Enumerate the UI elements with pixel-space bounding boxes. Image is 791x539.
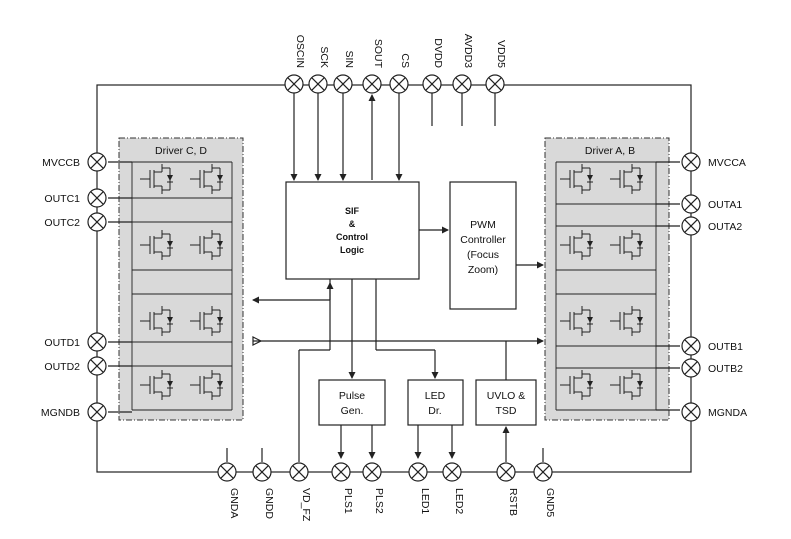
svg-text:MVCCB: MVCCB <box>42 157 80 169</box>
pin-mvcca: MVCCA <box>681 152 746 172</box>
pin-gnd5: GND5 <box>533 462 556 517</box>
left-pins: MVCCB OUTC1 OUTC2 OUTD1 OUTD2 MGNDB <box>41 152 107 422</box>
svg-text:Pulse: Pulse <box>339 390 365 402</box>
svg-text:Controller: Controller <box>460 234 506 246</box>
pin-gndd: GNDD <box>252 462 275 519</box>
led-driver-block: LED Dr. <box>407 379 464 426</box>
svg-text:OUTC2: OUTC2 <box>44 217 80 229</box>
svg-text:SIF: SIF <box>345 206 360 216</box>
pin-sout: SOUT <box>362 39 384 94</box>
svg-text:VDD5: VDD5 <box>495 40 507 68</box>
svg-text:GNDD: GNDD <box>263 488 275 519</box>
svg-text:SIN: SIN <box>343 50 355 68</box>
driver-ab-block: Driver A, B <box>544 137 670 421</box>
svg-text:AVDD3: AVDD3 <box>462 34 474 68</box>
svg-text:SCK: SCK <box>318 46 330 68</box>
svg-text:Control: Control <box>336 232 368 242</box>
pin-pls1: PLS1 <box>331 462 354 514</box>
pin-outd2: OUTD2 <box>44 356 107 376</box>
uvlo-tsd-block: UVLO & TSD <box>475 379 537 426</box>
svg-text:OUTA2: OUTA2 <box>708 221 742 233</box>
svg-text:OUTD2: OUTD2 <box>44 361 80 373</box>
pin-dvdd: DVDD <box>422 38 444 94</box>
svg-text:DVDD: DVDD <box>432 38 444 68</box>
svg-text:OUTB1: OUTB1 <box>708 341 743 353</box>
pin-sin: SIN <box>333 50 355 94</box>
sif-control-logic-block: SIF & Control Logic <box>285 181 420 280</box>
svg-text:OUTD1: OUTD1 <box>44 337 80 349</box>
pwm-controller-block: PWM Controller (Focus Zoom) <box>449 181 517 310</box>
pin-led1: LED1 <box>408 462 431 514</box>
svg-text:&: & <box>349 219 356 229</box>
svg-text:CS: CS <box>399 53 411 68</box>
svg-text:PLS1: PLS1 <box>342 488 354 514</box>
pin-vdd5: VDD5 <box>485 40 507 94</box>
svg-text:OUTC1: OUTC1 <box>44 193 80 205</box>
svg-text:RSTB: RSTB <box>507 488 519 516</box>
pin-outa2: OUTA2 <box>681 216 742 236</box>
svg-text:PLS2: PLS2 <box>373 488 385 514</box>
pin-rstb: RSTB <box>496 462 519 516</box>
svg-text:SOUT: SOUT <box>372 39 384 69</box>
pin-oscin: OSCIN <box>284 35 306 94</box>
svg-text:TSD: TSD <box>496 405 517 417</box>
right-pins: MVCCA OUTA1 OUTA2 OUTB1 OUTB2 MGNDA <box>681 152 747 422</box>
svg-text:GNDA: GNDA <box>228 488 240 518</box>
svg-text:LED2: LED2 <box>453 488 465 514</box>
svg-text:Dr.: Dr. <box>428 405 441 417</box>
pin-avdd3: AVDD3 <box>452 34 474 94</box>
svg-text:LED1: LED1 <box>419 488 431 514</box>
svg-text:(Focus: (Focus <box>467 249 499 261</box>
pin-gnda: GNDA <box>217 462 240 518</box>
svg-text:PWM: PWM <box>470 219 496 231</box>
svg-text:Zoom): Zoom) <box>468 264 498 276</box>
pin-cs: CS <box>389 53 411 94</box>
pin-outb1: OUTB1 <box>681 336 743 356</box>
pin-outc1: OUTC1 <box>44 188 107 208</box>
pin-vd-fz: VD_FZ <box>289 462 312 522</box>
svg-text:OSCIN: OSCIN <box>294 35 306 68</box>
pin-mgndb: MGNDB <box>41 402 107 422</box>
driver-cd-label: Driver C, D <box>155 145 207 157</box>
pin-led2: LED2 <box>442 462 465 514</box>
pin-mgnda: MGNDA <box>681 402 747 422</box>
svg-text:OUTA1: OUTA1 <box>708 199 742 211</box>
svg-text:MGNDB: MGNDB <box>41 407 80 419</box>
pulse-gen-block: Pulse Gen. <box>318 379 386 426</box>
pin-mvccb: MVCCB <box>42 152 107 172</box>
svg-text:LED: LED <box>425 390 446 402</box>
bottom-pins: GNDA GNDD VD_FZ PLS1 PLS2 LED1 LED2 RST <box>217 462 556 522</box>
svg-text:UVLO &: UVLO & <box>487 390 526 402</box>
svg-text:MGNDA: MGNDA <box>708 407 747 419</box>
svg-text:GND5: GND5 <box>544 488 556 517</box>
svg-text:Gen.: Gen. <box>341 405 364 417</box>
svg-text:MVCCA: MVCCA <box>708 157 746 169</box>
top-pins: OSCIN SCK SIN SOUT CS DVDD AVDD3 VDD5 <box>284 34 507 94</box>
svg-text:VD_FZ: VD_FZ <box>300 488 312 522</box>
pin-outd1: OUTD1 <box>44 332 107 352</box>
pin-outc2: OUTC2 <box>44 212 107 232</box>
svg-text:Logic: Logic <box>340 245 364 255</box>
pin-sck: SCK <box>308 46 330 94</box>
pin-outa1: OUTA1 <box>681 194 742 214</box>
pin-outb2: OUTB2 <box>681 358 743 378</box>
driver-ab-label: Driver A, B <box>585 145 635 157</box>
pin-pls2: PLS2 <box>362 462 385 514</box>
svg-text:OUTB2: OUTB2 <box>708 363 743 375</box>
driver-cd-block: Driver C, D <box>118 137 244 421</box>
